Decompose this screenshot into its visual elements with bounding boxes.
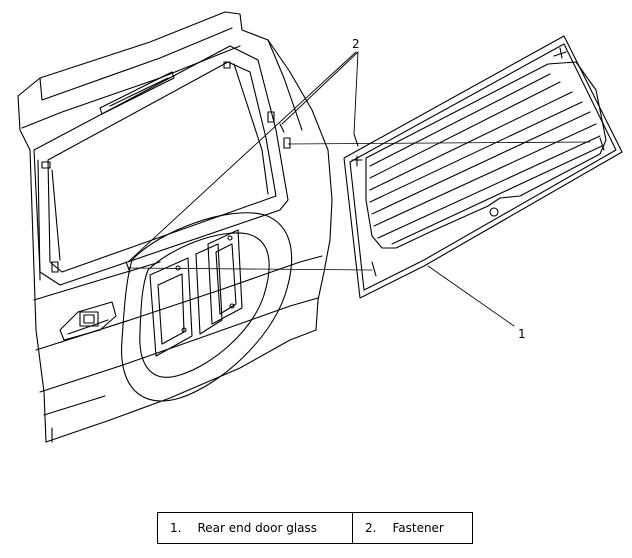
callout-1: 1 — [518, 327, 526, 341]
callout-2: 2 — [352, 37, 360, 51]
fastener-marks — [125, 123, 359, 273]
legend-label: Fastener — [392, 521, 444, 535]
leader-lines — [127, 51, 515, 327]
rear-end-door-glass — [343, 35, 623, 299]
legend-number: 2. — [365, 521, 377, 535]
legend-number: 1. — [170, 521, 182, 535]
parts-legend: 1. Rear end door glass 2. Fastener — [157, 512, 473, 544]
rear-door-body — [17, 11, 333, 443]
exploded-view-diagram: 2 1 — [17, 11, 623, 443]
legend-item-1: 1. Rear end door glass — [158, 513, 353, 543]
legend-label: Rear end door glass — [197, 521, 318, 535]
legend-item-2: 2. Fastener — [353, 513, 472, 543]
alignment-lines — [127, 141, 591, 271]
